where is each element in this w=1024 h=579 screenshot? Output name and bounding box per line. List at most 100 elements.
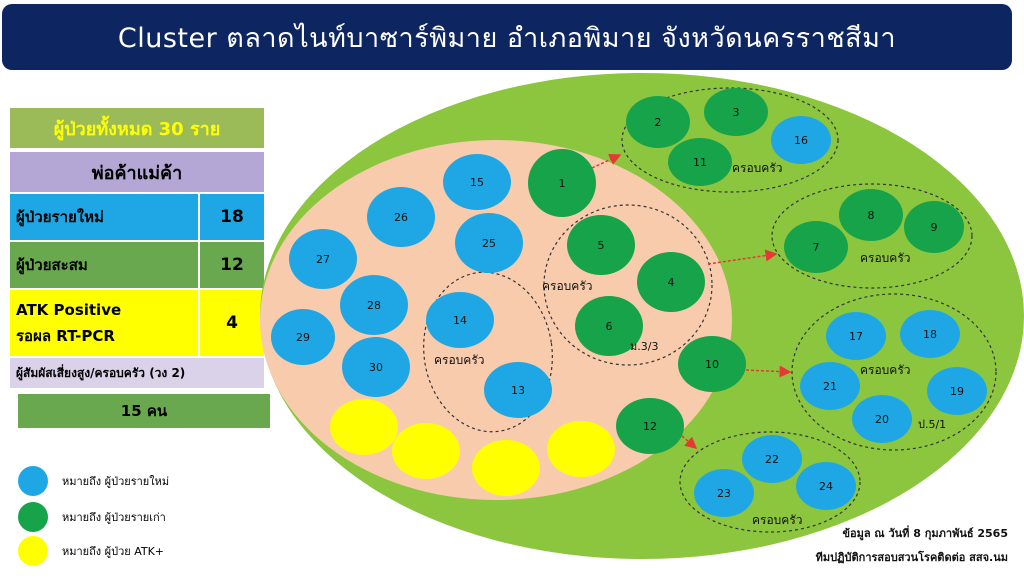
class-label-2: ป.5/1 — [918, 418, 946, 431]
class-label-1: ม.3/3 — [630, 340, 658, 353]
case-28-circle — [340, 275, 408, 335]
family-label-b: ครอบครัว — [542, 279, 593, 293]
new-cases-label: ผู้ป่วยรายใหม่ — [16, 208, 104, 226]
total-row: ผู้ป่วยทั้งหมด 30 ราย — [10, 108, 264, 148]
case-7-label: 7 — [813, 241, 820, 254]
legend-atk-dot — [18, 536, 48, 566]
legend-old: หมายถึง ผู้ป่วยรายเก่า — [18, 502, 166, 532]
case-5-circle — [567, 215, 635, 275]
case-17-label: 17 — [849, 330, 863, 343]
cumulative-label: ผู้ป่วยสะสม — [16, 256, 88, 274]
case-18-circle — [900, 310, 960, 358]
case-2-label: 2 — [655, 116, 662, 129]
contacts-value-row: 15 คน — [18, 394, 270, 428]
atk-label-block: ATK Positive รอผล RT-PCR — [10, 297, 198, 349]
arrow-1-to-family — [591, 153, 622, 169]
case-25-label: 25 — [482, 237, 496, 250]
source-team: ทีมปฏิบัติการสอบสวนโรคติดต่อ สสจ.นม — [815, 551, 1008, 564]
family-group-outline-b — [543, 204, 713, 366]
case-1-label: 1 — [559, 177, 566, 190]
summary-panel: ผู้ป่วยทั้งหมด 30 ราย พ่อค้าแม่ค้า ผู้ป่… — [0, 0, 290, 579]
contacts-row: ผู้สัมผัสเสี่ยงสูง/ครอบครัว (วง 2) — [10, 358, 264, 388]
case-15-label: 15 — [470, 176, 484, 189]
atk-case-circle — [392, 423, 460, 479]
case-2-circle — [626, 96, 690, 148]
case-19-circle — [927, 367, 987, 415]
atk-value: 4 — [198, 290, 264, 356]
case-16-label: 16 — [794, 134, 808, 147]
case-30-circle — [342, 337, 410, 397]
legend-new-dot — [18, 466, 48, 496]
atk-case-circle — [472, 440, 540, 496]
family-label-c: ครอบครัว — [860, 251, 911, 265]
family-label-f: ครอบครัว — [752, 513, 803, 527]
case-7-circle — [784, 221, 848, 273]
family-group-outline-a — [621, 87, 839, 193]
case-14-circle — [426, 292, 494, 348]
family-group-outline-c — [771, 183, 973, 289]
case-13-label: 13 — [511, 384, 525, 397]
legend-atk-text: หมายถึง ผู้ป่วย ATK+ — [62, 545, 165, 558]
case-1-circle — [528, 149, 596, 217]
arrow-4-to-family — [707, 249, 778, 265]
case-8-circle — [839, 189, 903, 241]
case-21-label: 21 — [823, 380, 837, 393]
contacts-label: ผู้สัมผัสเสี่ยงสูง/ครอบครัว (วง 2) — [16, 366, 186, 380]
case-11-label: 11 — [693, 156, 707, 169]
case-15-circle — [443, 154, 511, 210]
cumulative-value: 12 — [198, 242, 264, 288]
case-29-label: 29 — [296, 331, 310, 344]
case-27-label: 27 — [316, 253, 330, 266]
arrow-12-to-family — [681, 435, 698, 449]
case-28-label: 28 — [367, 299, 381, 312]
case-5-label: 5 — [598, 239, 605, 252]
arrow-10-to-school — [745, 365, 792, 378]
case-25-circle — [455, 213, 523, 273]
family-label-e: ครอบครัว — [860, 363, 911, 377]
atk-case-circle — [330, 399, 398, 455]
case-19-label: 19 — [950, 385, 964, 398]
legend-new: หมายถึง ผู้ป่วยรายใหม่ — [18, 466, 169, 496]
case-20-circle — [852, 395, 912, 443]
group-row: พ่อค้าแม่ค้า — [10, 152, 264, 192]
case-9-circle — [904, 201, 964, 253]
case-20-label: 20 — [875, 413, 889, 426]
case-26-label: 26 — [394, 211, 408, 224]
case-21-circle — [800, 362, 860, 410]
case-13-circle — [484, 362, 552, 418]
cumulative-row: ผู้ป่วยสะสม 12 — [10, 242, 264, 288]
case-23-circle — [694, 469, 754, 517]
case-24-circle — [796, 462, 856, 510]
case-10-circle — [678, 336, 746, 392]
case-3-circle — [704, 88, 768, 136]
case-8-label: 8 — [868, 209, 875, 222]
family-group-outline-f — [679, 431, 861, 533]
case-10-label: 10 — [705, 358, 719, 371]
case-26-circle — [367, 187, 435, 247]
case-12-label: 12 — [643, 420, 657, 433]
case-23-label: 23 — [717, 487, 731, 500]
new-cases-value: 18 — [198, 194, 264, 240]
group-label: พ่อค้าแม่ค้า — [91, 162, 183, 184]
contacts-value: 15 คน — [120, 402, 168, 420]
family-group-outline-e — [791, 293, 997, 451]
legend-old-dot — [18, 502, 48, 532]
atk-case-circle — [547, 421, 615, 477]
case-16-circle — [771, 116, 831, 164]
title-bar: Cluster ตลาดไนท์บาซาร์พิมาย อำเภอพิมาย จ… — [2, 4, 1012, 70]
page-title: Cluster ตลาดไนท์บาซาร์พิมาย อำเภอพิมาย จ… — [117, 22, 897, 54]
case-6-circle — [575, 296, 643, 356]
case-4-circle — [637, 252, 705, 312]
case-11-circle — [668, 138, 732, 186]
legend-old-text: หมายถึง ผู้ป่วยรายเก่า — [62, 511, 166, 524]
atk-label-line-1: ATK Positive — [16, 301, 122, 319]
case-22-circle — [742, 435, 802, 483]
case-14-label: 14 — [453, 314, 467, 327]
family-group-outline-d — [423, 271, 553, 433]
case-18-label: 18 — [923, 328, 937, 341]
case-12-circle — [616, 398, 684, 454]
atk-row: ATK Positive รอผล RT-PCR 4 — [10, 290, 264, 356]
atk-label-line-2: รอผล RT-PCR — [16, 327, 115, 345]
case-24-label: 24 — [819, 480, 833, 493]
